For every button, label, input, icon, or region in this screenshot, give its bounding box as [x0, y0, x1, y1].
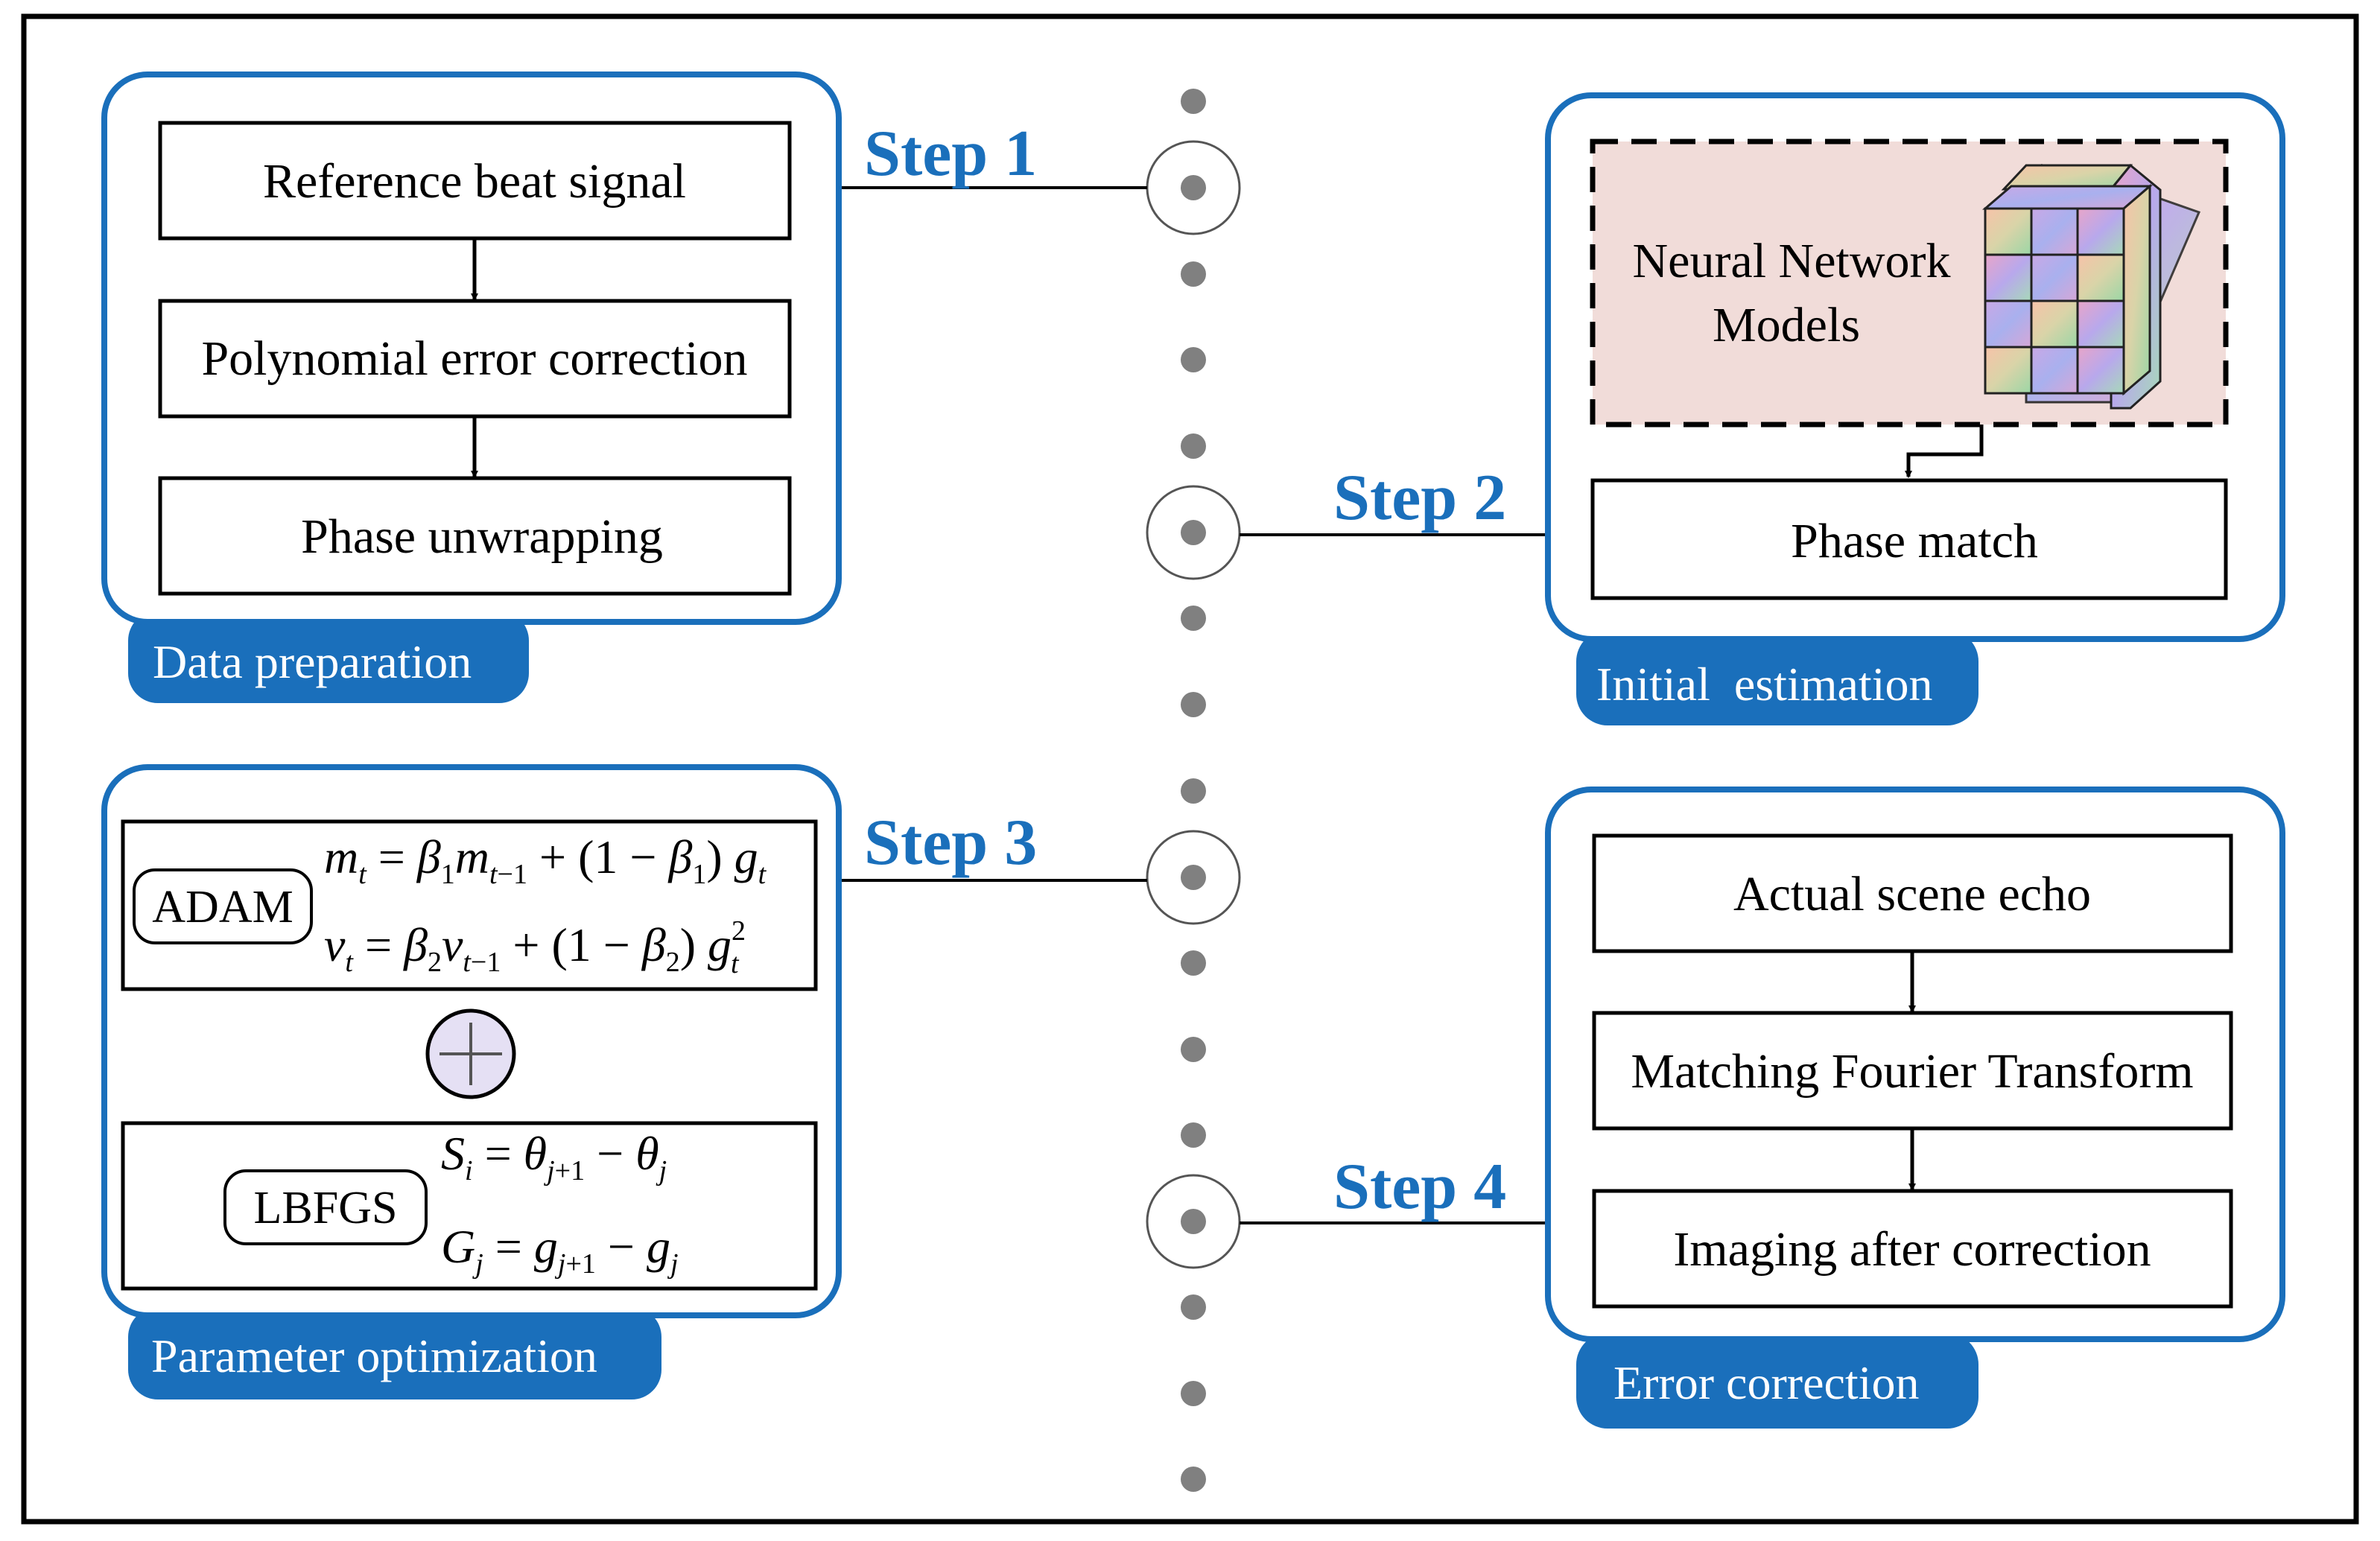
timeline-dot: [1181, 89, 1206, 114]
data-preparation-tag: [128, 611, 529, 703]
timeline-dot: [1181, 433, 1206, 459]
step1-label: Step 1: [864, 118, 1037, 190]
timeline-dot: [1181, 1467, 1206, 1492]
reference-beat-signal-label: Reference beat signal: [263, 154, 686, 209]
error-correction-tag-label: Error correction: [1613, 1356, 1919, 1409]
step3-node: [1146, 830, 1241, 925]
svg-text:vt = β2vt−1 + (1 − β2) g2t: vt = β2vt−1 + (1 − β2) g2t: [324, 915, 746, 979]
lbfgs-label: LBFGS: [254, 1183, 398, 1233]
neural-network-label-line2: Models: [1713, 298, 1860, 352]
phase-unwrapping-label: Phase unwrapping: [301, 509, 663, 564]
adam-badge: [133, 868, 313, 944]
parameter-optimization-tag-label: Parameter optimization: [151, 1329, 597, 1382]
step3-label: Step 3: [864, 807, 1037, 879]
lbfgs-formula-box: [121, 1121, 818, 1291]
data-preparation-tag-label: Data preparation: [153, 635, 472, 688]
actual-scene-echo-box: [1592, 833, 2233, 953]
svg-text:Gj = gj+1 − gj: Gj = gj+1 − gj: [441, 1220, 679, 1280]
panel-parameter-optimization: Parameter optimization ADAM mt = β1mt−1 …: [101, 764, 842, 1399]
timeline-dot: [1181, 1294, 1206, 1320]
initial-estimation-tag: [1576, 630, 1978, 725]
lbfgs-equation-s: Si = θj+1 − θj: [441, 1127, 667, 1186]
step1-node: [1146, 140, 1241, 235]
timeline-dot: [1181, 261, 1206, 287]
initial-estimation-tag-label: Initial estimation: [1596, 658, 1932, 711]
phase-unwrapping-box: [158, 476, 792, 596]
timeline-dot: [1181, 950, 1206, 976]
panel-data-preparation: Data preparation Reference beat signal P…: [101, 72, 842, 703]
lbfgs-equation-g: Gj = gj+1 − gj: [441, 1220, 679, 1280]
neural-network-label-line1: Neural Network: [1632, 234, 1950, 288]
step2-node: [1146, 485, 1241, 580]
imaging-after-correction-box: [1592, 1189, 2233, 1309]
parameter-optimization-tag: [128, 1307, 661, 1399]
panel-initial-estimation: Initial estimation Neural Network Models: [1545, 92, 2285, 725]
step2-label: Step 2: [1333, 462, 1506, 534]
timeline-dot: [1181, 692, 1206, 717]
timeline: [1146, 89, 1241, 1492]
polynomial-error-correction-label: Polynomial error correction: [201, 331, 747, 386]
adam-equation-m: mt = β1mt−1 + (1 − β1) gt: [324, 830, 767, 890]
timeline-dot: [1181, 1381, 1206, 1406]
timeline-dot: [1181, 606, 1206, 631]
svg-text:Si = θj+1 − θj: Si = θj+1 − θj: [441, 1127, 667, 1186]
error-correction-tag: [1576, 1333, 1978, 1429]
timeline-dot: [1181, 778, 1206, 804]
lbfgs-badge: [223, 1169, 428, 1245]
arrow: [1905, 425, 1984, 478]
step4-label: Step 4: [1333, 1151, 1506, 1223]
timeline-dot: [1181, 1122, 1206, 1148]
phase-match-box: [1590, 478, 2228, 600]
phase-match-label: Phase match: [1791, 514, 2038, 568]
step4-node: [1146, 1174, 1241, 1269]
timeline-dot: [1181, 347, 1206, 372]
adam-label: ADAM: [152, 882, 293, 932]
panel-error-correction: Error correction Actual scene echo Match…: [1545, 787, 2285, 1429]
plus-icon: [425, 1008, 516, 1099]
neural-network-cube-icon: [1981, 163, 2201, 410]
timeline-dot: [1181, 1037, 1206, 1062]
imaging-after-correction-label: Imaging after correction: [1673, 1222, 2151, 1277]
polynomial-error-correction-box: [158, 299, 792, 419]
actual-scene-echo-label: Actual scene echo: [1733, 867, 2091, 921]
svg-text:mt = β1mt−1 + (1 − β1) gt: mt = β1mt−1 + (1 − β1) gt: [324, 830, 767, 890]
matching-fourier-transform-label: Matching Fourier Transform: [1631, 1044, 2193, 1099]
